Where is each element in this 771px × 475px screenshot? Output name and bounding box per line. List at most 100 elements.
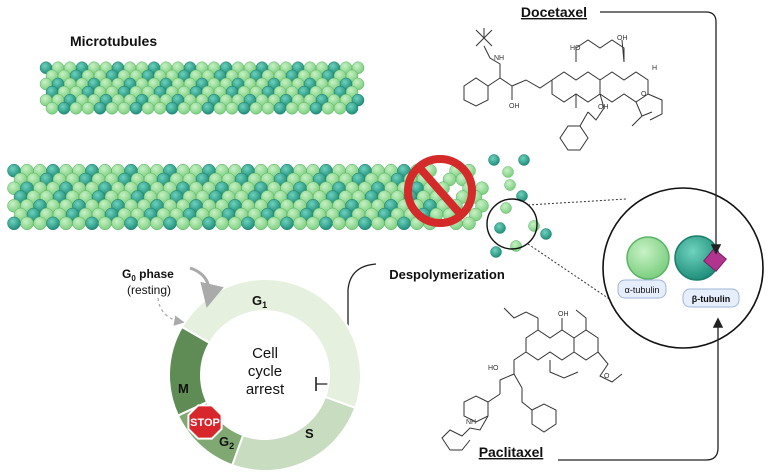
microtubule-top bbox=[39, 61, 365, 115]
tubulin-bead bbox=[33, 216, 47, 231]
tubulin-bead bbox=[45, 102, 59, 115]
tubulin-bead bbox=[241, 216, 255, 231]
tubulin-bead bbox=[333, 102, 347, 115]
g1-label: G1 bbox=[252, 293, 267, 310]
paclitaxel-ho: HO bbox=[488, 365, 499, 372]
tubulin-bead bbox=[261, 102, 275, 115]
tubulin-bead bbox=[150, 216, 164, 231]
microtubule-bottom bbox=[7, 163, 489, 231]
zoom-line-top bbox=[527, 198, 627, 206]
docetaxel-arrow bbox=[600, 11, 722, 255]
g2-label: G2 bbox=[219, 434, 234, 451]
tubulin-bead bbox=[306, 216, 320, 231]
cycle-segment-g1 bbox=[180, 278, 362, 410]
stop-sign-icon: STOP bbox=[187, 404, 223, 440]
free-tubulin bbox=[540, 228, 552, 240]
docetaxel-ho: HO bbox=[570, 45, 581, 52]
docetaxel-oh-top: OH bbox=[617, 35, 628, 42]
tubulin-bead bbox=[384, 216, 398, 231]
tubulin-bead bbox=[332, 216, 346, 231]
tubulin-bead bbox=[285, 102, 299, 115]
tubulin-bead bbox=[321, 102, 335, 115]
paclitaxel-o: O bbox=[604, 373, 610, 380]
alpha-tubulin-box bbox=[617, 279, 667, 299]
m-label: M bbox=[178, 381, 189, 396]
tubulin-bead bbox=[177, 102, 191, 115]
tubulin-bead bbox=[293, 216, 307, 231]
tubulin-bead bbox=[46, 216, 60, 231]
depolymerization-label: Despolymerization bbox=[389, 267, 505, 282]
beta-tubulin-box bbox=[682, 288, 740, 308]
g0-phase-label: G0 phase bbox=[122, 267, 174, 283]
free-tubulin bbox=[518, 154, 530, 166]
resting-label: (resting) bbox=[127, 283, 171, 297]
tubulin-bead bbox=[249, 102, 263, 115]
tubulin-bead bbox=[93, 102, 107, 115]
paclitaxel-label: Paclitaxel bbox=[479, 444, 544, 460]
tubulin-bead bbox=[59, 216, 73, 231]
tubulin-bead bbox=[137, 216, 151, 231]
tubulin-bead bbox=[201, 102, 215, 115]
free-tubulin-scatter bbox=[488, 154, 552, 258]
docetaxel-oh-left: OH bbox=[509, 103, 520, 110]
tubulin-bead bbox=[7, 216, 21, 231]
docetaxel-label: Docetaxel bbox=[521, 4, 587, 20]
tubulin-bead bbox=[111, 216, 125, 231]
g0-exit-arrow bbox=[189, 266, 224, 308]
tubulin-bead bbox=[189, 102, 203, 115]
tubulin-bead bbox=[176, 216, 190, 231]
alpha-tubulin-label: α-tubulin bbox=[625, 285, 660, 295]
tubulin-bead bbox=[228, 216, 242, 231]
cycle-segment-s bbox=[230, 395, 357, 472]
arrest-line-1: Cell bbox=[252, 345, 278, 362]
tubulin-bead bbox=[309, 102, 323, 115]
tubulin-bead bbox=[117, 102, 131, 115]
docetaxel-structure bbox=[463, 28, 663, 151]
free-tubulin bbox=[510, 240, 522, 252]
tubulin-bead bbox=[105, 102, 119, 115]
free-tubulin bbox=[528, 220, 540, 232]
tubulin-bead bbox=[254, 216, 268, 231]
tubulin-bead bbox=[189, 216, 203, 231]
tubulin-bead bbox=[69, 102, 83, 115]
tubulin-bead bbox=[213, 102, 227, 115]
tubulin-bead bbox=[319, 216, 333, 231]
arrest-line-3: arrest bbox=[246, 381, 285, 398]
tubulin-bead bbox=[215, 216, 229, 231]
prohibition-icon bbox=[404, 155, 476, 227]
free-tubulin bbox=[494, 222, 506, 234]
tubulin-bead bbox=[57, 102, 71, 115]
tubulin-bead bbox=[153, 102, 167, 115]
tubulin-bead bbox=[163, 216, 177, 231]
free-tubulin bbox=[504, 179, 516, 191]
tubulin-bead bbox=[202, 216, 216, 231]
free-tubulin bbox=[490, 246, 502, 258]
tubulin-bead bbox=[129, 102, 143, 115]
tubulin-bead bbox=[85, 216, 99, 231]
arrest-line-2: cycle bbox=[248, 363, 282, 380]
tubulin-bead bbox=[165, 102, 179, 115]
paclitaxel-oh: OH bbox=[558, 311, 569, 318]
s-label: S bbox=[305, 426, 314, 441]
stop-text: STOP bbox=[190, 417, 220, 429]
free-tubulin bbox=[488, 154, 500, 166]
paclitaxel-arrow bbox=[558, 317, 724, 461]
zoom-small-circle bbox=[486, 198, 538, 250]
paclitaxel-nh: NH bbox=[466, 419, 476, 426]
cycle-segment-m bbox=[168, 325, 211, 417]
microtubules-label: Microtubules bbox=[70, 33, 157, 49]
alpha-tubulin-subunit bbox=[626, 236, 670, 280]
tubulin-bead bbox=[462, 216, 476, 231]
tubulin-bead bbox=[345, 102, 359, 115]
tubulin-bead bbox=[267, 216, 281, 231]
tubulin-bead bbox=[72, 216, 86, 231]
docetaxel-h: H bbox=[652, 65, 657, 72]
g0-entry-arrow bbox=[157, 297, 185, 326]
tubulin-bead bbox=[345, 216, 359, 231]
tubulin-bead bbox=[358, 216, 372, 231]
tubulin-bead bbox=[124, 216, 138, 231]
paclitaxel-structure bbox=[441, 307, 623, 451]
tubulin-bead bbox=[141, 102, 155, 115]
